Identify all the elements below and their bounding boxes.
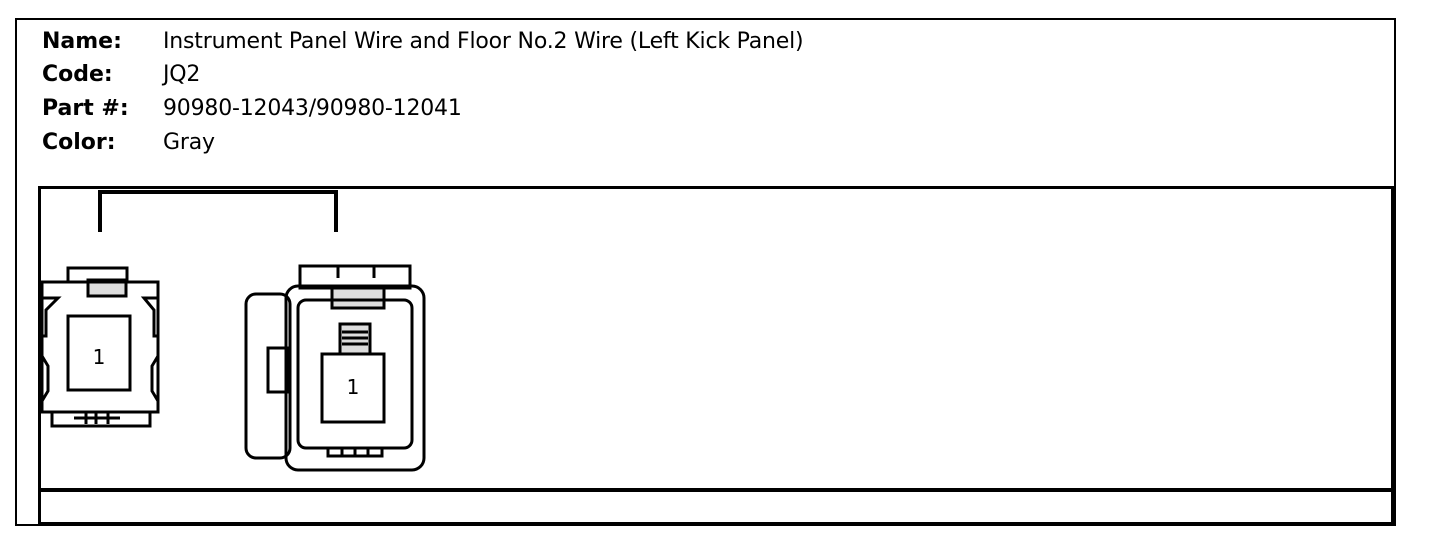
code-label: Code: bbox=[42, 61, 113, 87]
info-row-part: Part #: 90980-12043/90980-12041 bbox=[42, 93, 462, 123]
code-value: JQ2 bbox=[163, 61, 201, 87]
diagram-border bbox=[38, 186, 1394, 525]
pair-bracket bbox=[98, 190, 338, 232]
connector-right-body bbox=[284, 284, 426, 472]
part-value: 90980-12043/90980-12041 bbox=[163, 95, 462, 121]
part-label: Part #: bbox=[42, 95, 129, 121]
connector-left-pin-label: 1 bbox=[93, 345, 106, 369]
connector-left-lower-rib-left bbox=[40, 355, 50, 402]
name-label: Name: bbox=[42, 28, 122, 54]
connector-left-pin-box bbox=[66, 314, 132, 392]
connector-left-bottom-ticks bbox=[84, 412, 110, 424]
info-row-color: Color: Gray bbox=[42, 127, 215, 157]
name-value: Instrument Panel Wire and Floor No.2 Wir… bbox=[163, 28, 804, 54]
color-value: Gray bbox=[163, 129, 215, 155]
connector-right-bottom-slot bbox=[326, 446, 384, 458]
connector-left-body bbox=[40, 280, 160, 414]
connector-left-side-rib-right bbox=[140, 296, 158, 338]
connector-diagram-svg: 1 1 bbox=[38, 186, 1395, 525]
connector-left-lock bbox=[86, 278, 128, 298]
connector-right-bottom-ticks bbox=[340, 448, 370, 456]
color-label: Color: bbox=[42, 129, 116, 155]
connector-left-lower-rib-right bbox=[150, 355, 160, 402]
connector-right-inner-body bbox=[296, 298, 414, 450]
connector-left-top-tab bbox=[66, 266, 129, 282]
connector-diagram: 1 1 bbox=[38, 186, 1395, 526]
connector-right-side-housing bbox=[244, 292, 292, 460]
info-row-name: Name: Instrument Panel Wire and Floor No… bbox=[42, 26, 804, 56]
connector-right-latch-ribs bbox=[342, 330, 368, 346]
connector-left bbox=[40, 266, 160, 428]
connector-left-bottom-lip bbox=[50, 412, 152, 428]
connector-right bbox=[244, 264, 426, 472]
connector-right-pin-box bbox=[320, 352, 386, 424]
connector-right-side-latch bbox=[266, 346, 290, 394]
info-row-code: Code: JQ2 bbox=[42, 59, 200, 89]
connector-left-side-rib-left bbox=[42, 296, 62, 338]
connector-right-lock bbox=[330, 286, 386, 310]
connector-right-pin-label: 1 bbox=[347, 375, 360, 399]
connector-right-top-tab-ribs bbox=[336, 266, 376, 278]
